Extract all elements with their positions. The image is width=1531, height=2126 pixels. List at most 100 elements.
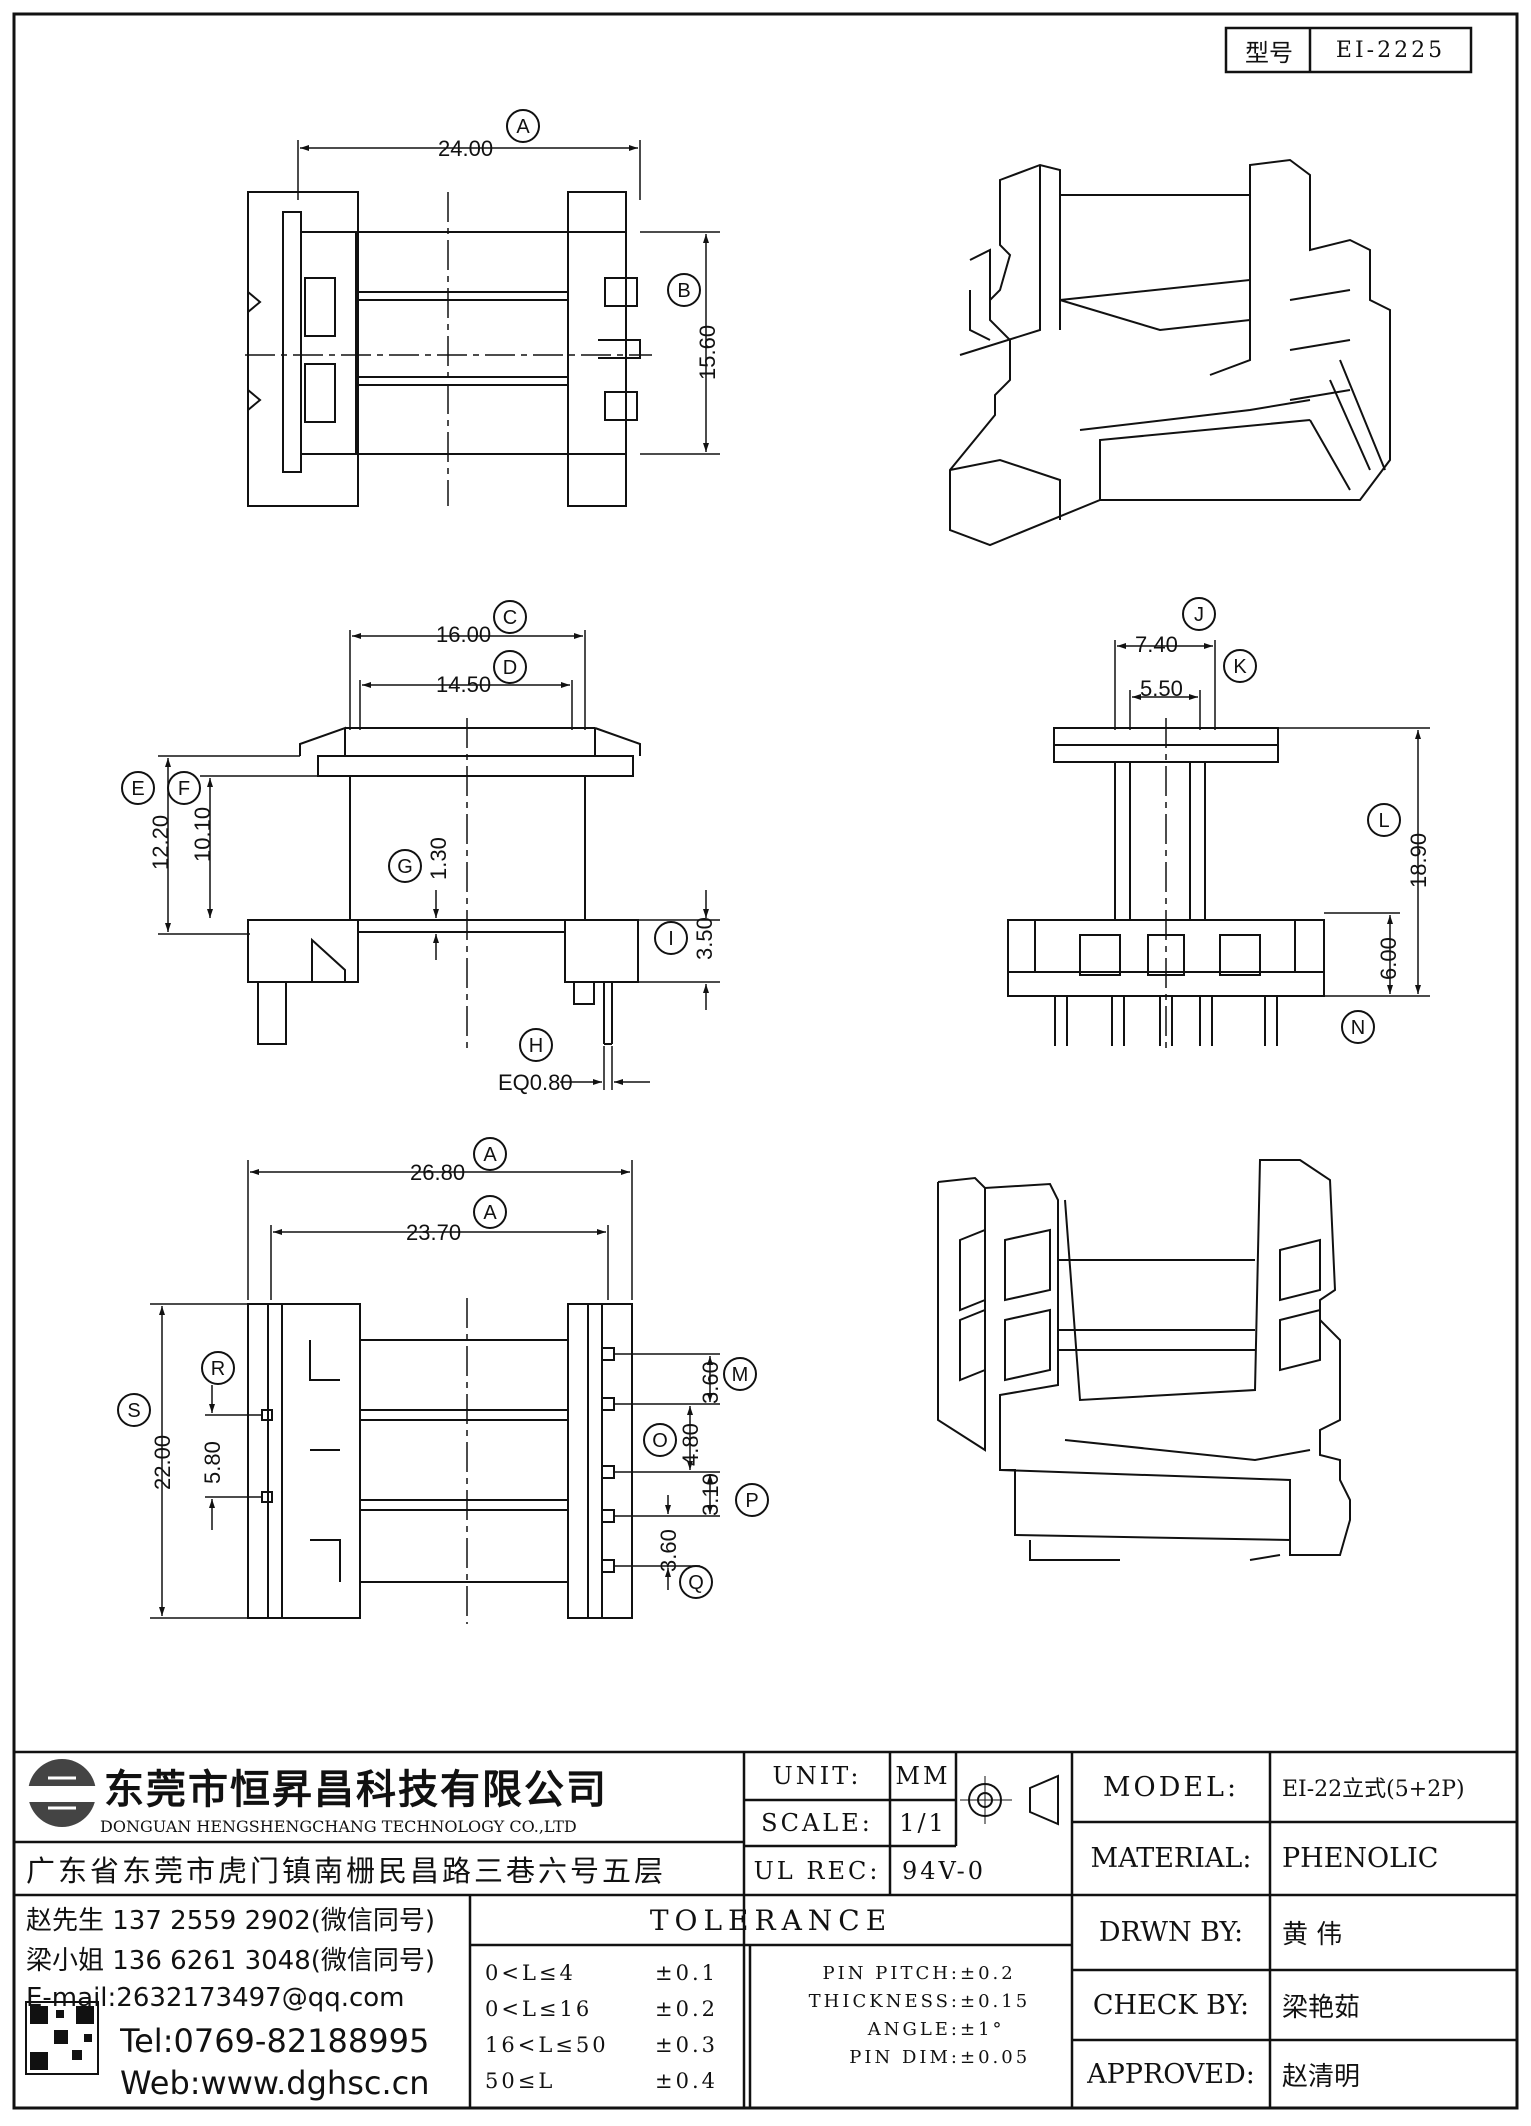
website: Web:www.dghsc.cn [120, 2064, 430, 2102]
dim-h-text: EQ0.80 [498, 1070, 573, 1095]
marker-q: Q [679, 1565, 713, 1599]
marker-l: L [1367, 803, 1401, 837]
telephone: Tel:0769-82188995 [120, 2022, 430, 2060]
dim-c-text: 16.00 [436, 622, 491, 647]
top-view [245, 191, 652, 507]
tol-range-3: 16<L≤50 [485, 2033, 609, 2057]
marker-g: G [388, 849, 422, 883]
unit-value: MM [895, 1762, 951, 1790]
company-logo [28, 1759, 96, 1827]
marker-o: O [643, 1423, 677, 1457]
marker-f: F [167, 771, 201, 805]
tol-range-1: 0<L≤4 [485, 1961, 576, 1985]
tol-value-1: ±0.1 [655, 1961, 718, 1985]
company-address: 广东省东莞市虎门镇南栅民昌路三巷六号五层 [26, 1853, 667, 1888]
dim-g-text: 1.30 [426, 837, 451, 880]
svg-text:N: N [1351, 1017, 1365, 1039]
tol-range-4: 50≤L [485, 2069, 556, 2093]
svg-text:E: E [131, 778, 144, 800]
svg-text:L: L [1378, 810, 1389, 832]
dim-j-text: 7.40 [1135, 632, 1178, 657]
marker-r: R [201, 1351, 235, 1385]
tol-range-2: 0<L≤16 [485, 1997, 593, 2021]
tolerance-title: TOLERANCE [649, 1903, 893, 1937]
email: E-mail:2632173497@qq.com [26, 1983, 405, 2013]
marker-m: M [723, 1357, 757, 1391]
svg-text:F: F [178, 778, 190, 800]
dimension-markers: A B C D E F G H I J K L N A A S R M O P … [117, 109, 1401, 1599]
dim-p-text: 3.10 [698, 1473, 723, 1516]
svg-text:A: A [483, 1144, 497, 1166]
marker-a2: A [473, 1137, 507, 1171]
dim-d-text: 14.50 [436, 672, 491, 697]
marker-s: S [117, 1393, 151, 1427]
tol-value-2: ±0.2 [655, 1997, 718, 2021]
svg-text:O: O [652, 1430, 668, 1452]
scale-value: 1/1 [899, 1809, 947, 1837]
qr-code [25, 2001, 99, 2075]
angle-value: ±1° [960, 2018, 1005, 2040]
approved-label: APPROVED: [1087, 2058, 1255, 2090]
check-by-value: 梁艳茹 [1282, 1992, 1361, 2023]
thickness-value: ±0.15 [960, 1990, 1031, 2012]
contact-2: 梁小姐 136 6261 3048(微信同号) [26, 1945, 436, 1976]
svg-text:B: B [677, 280, 690, 302]
svg-text:S: S [127, 1400, 140, 1422]
marker-h: H [519, 1028, 553, 1062]
dim-a2-text: 26.80 [410, 1160, 465, 1185]
svg-text:G: G [397, 856, 413, 878]
type-label: 型号 [1245, 38, 1293, 67]
dim-r-text: 5.80 [200, 1441, 225, 1484]
tol-value-4: ±0.4 [655, 2069, 718, 2093]
drawn-by-value: 黄 伟 [1282, 1920, 1343, 1950]
dimension-lines [150, 140, 1430, 1619]
contact-1: 赵先生 137 2559 2902(微信同号) [26, 1905, 436, 1936]
marker-k: K [1223, 649, 1257, 683]
ul-rec-label: UL REC: [753, 1856, 881, 1885]
svg-text:A: A [483, 1202, 497, 1224]
title-block-frame [14, 26, 1517, 2108]
isometric-view-bottom [937, 1159, 1351, 1561]
svg-text:H: H [529, 1035, 543, 1057]
scale-label: SCALE: [761, 1809, 873, 1837]
dim-a3-text: 23.70 [406, 1220, 461, 1245]
svg-text:J: J [1194, 604, 1204, 626]
dim-b-text: 15.60 [695, 325, 720, 380]
dim-i-text: 3.50 [692, 917, 717, 960]
dim-m-text: 3.60 [698, 1361, 723, 1404]
dim-q-text: 3.60 [656, 1529, 681, 1572]
marker-j: J [1182, 597, 1216, 631]
model-value: EI-22立式(5+2P) [1282, 1777, 1465, 1802]
marker-c: C [493, 600, 527, 634]
type-value: EI-2225 [1335, 37, 1446, 63]
pin-dim-label: PIN DIM: [849, 2046, 960, 2068]
check-by-label: CHECK BY: [1092, 1989, 1250, 2021]
pin-dim-value: ±0.05 [960, 2046, 1031, 2068]
thickness-label: THICKNESS: [808, 1990, 960, 2012]
svg-text:R: R [211, 1358, 225, 1380]
marker-p: P [735, 1483, 769, 1517]
pin-pitch-label: PIN PITCH: [822, 1962, 960, 1984]
svg-text:Q: Q [688, 1572, 704, 1594]
marker-b: B [667, 273, 701, 307]
svg-text:A: A [516, 116, 530, 138]
svg-text:P: P [745, 1490, 758, 1512]
approved-value: 赵清明 [1282, 2061, 1361, 2092]
material-label: MATERIAL: [1090, 1843, 1252, 1874]
unit-label: UNIT: [772, 1762, 862, 1790]
angle-label: ANGLE: [867, 2018, 960, 2040]
dim-e-text: 12.20 [148, 815, 173, 870]
dim-f-text: 10.10 [190, 807, 215, 862]
company-name-en: DONGUAN HENGSHENGCHANG TECHNOLOGY CO.,LT… [100, 1816, 577, 1836]
tol-value-3: ±0.3 [655, 2033, 718, 2057]
dimension-values: 24.00 15.60 16.00 14.50 12.20 10.10 1.30… [148, 136, 1431, 1572]
isometric-view-top [949, 158, 1391, 547]
marker-a3: A [473, 1195, 507, 1229]
bottom-view [247, 1298, 633, 1624]
svg-text:C: C [503, 607, 517, 629]
dim-o-text: 4.80 [678, 1423, 703, 1466]
dim-a1-text: 24.00 [438, 136, 493, 161]
marker-n: N [1341, 1010, 1375, 1044]
